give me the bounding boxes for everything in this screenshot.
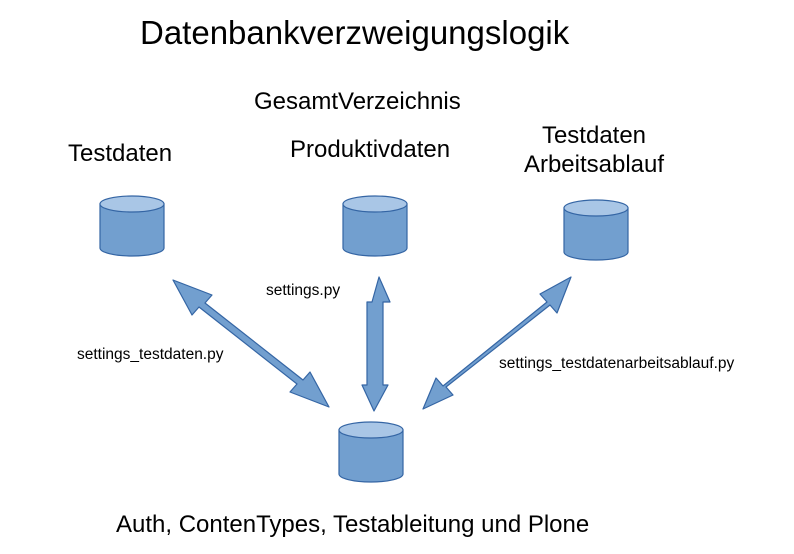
database-arbeitsablauf-icon [563,199,629,261]
database-bottom-icon [338,421,404,483]
diagram-title: Datenbankverzweigungslogik [140,14,570,51]
arrow-produktivdaten-connection [361,276,391,412]
arrow-arbeitsablauf-connection [422,276,572,410]
root-label: GesamtVerzeichnis [254,88,461,115]
database-produktivdaten-icon [342,195,408,257]
database-testdaten-label: Testdaten [68,140,173,167]
database-testdaten-icon [99,195,165,257]
database-arbeitsablauf-label-line2: Arbeitsablauf [523,150,665,178]
connection-testdaten-label: settings_testdaten.py [77,346,224,363]
database-bottom-label: Auth, ContenTypes, Testableitung und Plo… [116,511,590,538]
database-arbeitsablauf-label: Testdaten Arbeitsablauf [514,122,674,180]
connection-arbeitsablauf-label: settings_testdatenarbeitsablauf.py [499,355,735,372]
database-arbeitsablauf-label-line1: Testdaten [541,122,647,149]
database-produktivdaten-label: Produktivdaten [290,136,451,163]
connection-produktivdaten-label: settings.py [266,282,341,299]
arrow-testdaten-connection [172,279,330,408]
